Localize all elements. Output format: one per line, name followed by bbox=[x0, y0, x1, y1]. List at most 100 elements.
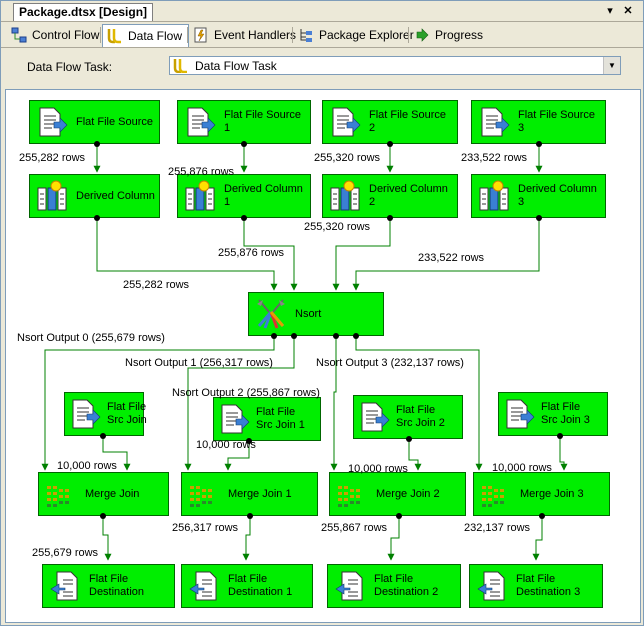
close-icon[interactable]: ✕ bbox=[623, 5, 633, 17]
merge-join-icon bbox=[336, 478, 368, 510]
task-label: Data Flow Task: bbox=[27, 60, 113, 74]
output-port[interactable] bbox=[100, 433, 106, 439]
tab-package-explorer[interactable]: Package Explorer bbox=[294, 24, 420, 45]
component-merge-join[interactable]: Merge Join bbox=[38, 472, 169, 516]
component-flat-file-src-join-2[interactable]: Flat File Src Join 2 bbox=[353, 395, 463, 439]
output-port[interactable] bbox=[333, 333, 339, 339]
component-merge-join-1[interactable]: Merge Join 1 bbox=[181, 472, 318, 516]
tab-label: Progress bbox=[435, 27, 484, 42]
component-merge-join-3[interactable]: Merge Join 3 bbox=[473, 472, 610, 516]
component-flat-file-source[interactable]: Flat File Source bbox=[29, 100, 160, 144]
path-caption: 10,000 rows bbox=[57, 460, 117, 472]
component-flat-file-destination-2[interactable]: Flat File Destination 2 bbox=[327, 564, 461, 608]
document-tab[interactable]: Package.dtsx [Design] bbox=[13, 3, 154, 21]
component-label: Merge Join 3 bbox=[520, 487, 584, 500]
path-dc1-nsort bbox=[243, 218, 298, 291]
component-flat-file-source-3[interactable]: Flat File Source 3 bbox=[471, 100, 606, 144]
merge-join-icon bbox=[188, 478, 220, 510]
path-caption: 10,000 rows bbox=[196, 439, 256, 451]
flat-file-destination-icon bbox=[188, 570, 220, 602]
output-port[interactable] bbox=[536, 215, 542, 221]
output-port[interactable] bbox=[387, 215, 393, 221]
output-port[interactable] bbox=[100, 513, 106, 519]
flat-file-source-icon bbox=[329, 106, 361, 138]
output-port[interactable] bbox=[291, 333, 297, 339]
tab-control-flow[interactable]: Control Flow bbox=[7, 24, 105, 45]
component-label: Flat File Src Join bbox=[107, 401, 147, 426]
tab-data-flow[interactable]: Data Flow bbox=[102, 24, 190, 47]
derived-column-icon bbox=[36, 180, 68, 212]
flat-file-source-icon bbox=[36, 106, 68, 138]
component-flat-file-destination-1[interactable]: Flat File Destination 1 bbox=[181, 564, 313, 608]
output-port[interactable] bbox=[539, 513, 545, 519]
output-port[interactable] bbox=[353, 333, 359, 339]
selected-task: Data Flow Task bbox=[195, 58, 277, 73]
component-derived-column-3[interactable]: Derived Column 3 bbox=[471, 174, 606, 218]
component-label: Flat File Src Join 1 bbox=[256, 406, 305, 431]
tab-event-handlers[interactable]: Event Handlers bbox=[189, 24, 302, 45]
path-out0-mj0 bbox=[41, 336, 275, 471]
component-flat-file-destination-3[interactable]: Flat File Destination 3 bbox=[469, 564, 603, 608]
component-label: Merge Join 2 bbox=[376, 487, 440, 500]
derived-column-icon bbox=[184, 180, 216, 212]
path-caption: 10,000 rows bbox=[492, 462, 552, 474]
path-caption: Nsort Output 3 (232,137 rows) bbox=[316, 357, 464, 369]
component-derived-column-2[interactable]: Derived Column 2 bbox=[322, 174, 458, 218]
tab-dropdown-icon[interactable]: ▾ bbox=[607, 5, 613, 17]
path-dc3-nsort bbox=[352, 218, 540, 291]
output-port[interactable] bbox=[247, 513, 253, 519]
component-flat-file-src-join-3[interactable]: Flat File Src Join 3 bbox=[498, 392, 608, 436]
flat-file-destination-icon bbox=[476, 570, 508, 602]
output-port[interactable] bbox=[271, 333, 277, 339]
path-sj1-mj1 bbox=[224, 441, 250, 471]
output-port[interactable] bbox=[94, 215, 100, 221]
component-label: Flat File Source 3 bbox=[518, 109, 596, 134]
component-label: Flat File Src Join 3 bbox=[541, 401, 590, 426]
path-caption: Nsort Output 1 (256,317 rows) bbox=[125, 357, 273, 369]
flat-file-destination-icon bbox=[49, 570, 81, 602]
component-nsort[interactable]: Nsort bbox=[248, 292, 384, 336]
tab-progress[interactable]: Progress bbox=[410, 24, 489, 45]
output-port[interactable] bbox=[241, 215, 247, 221]
data-flow-task-select[interactable]: Data Flow Task ▼ bbox=[169, 56, 621, 75]
path-caption: 255,320 rows bbox=[304, 221, 371, 233]
component-flat-file-src-join-1[interactable]: Flat File Src Join 1 bbox=[213, 397, 321, 441]
component-flat-file-destination[interactable]: Flat File Destination bbox=[42, 564, 175, 608]
path-caption: Nsort Output 0 (255,679 rows) bbox=[17, 332, 165, 344]
component-flat-file-source-1[interactable]: Flat File Source 1 bbox=[177, 100, 311, 144]
output-port[interactable] bbox=[387, 141, 393, 147]
path-mj0-dest0 bbox=[102, 516, 112, 561]
component-flat-file-source-2[interactable]: Flat File Source 2 bbox=[322, 100, 458, 144]
component-derived-column-1[interactable]: Derived Column 1 bbox=[177, 174, 311, 218]
component-derived-column[interactable]: Derived Column bbox=[29, 174, 160, 218]
output-port[interactable] bbox=[246, 438, 252, 444]
path-mj3-dest3 bbox=[532, 516, 543, 561]
component-flat-file-src-join[interactable]: Flat File Src Join bbox=[64, 392, 147, 436]
component-label: Nsort bbox=[295, 307, 322, 320]
component-label: Flat File Destination bbox=[89, 573, 145, 598]
path-out1-mj1 bbox=[184, 336, 295, 471]
component-merge-join-2[interactable]: Merge Join 2 bbox=[329, 472, 466, 516]
output-port[interactable] bbox=[241, 141, 247, 147]
component-label: Merge Join 1 bbox=[228, 487, 292, 500]
output-port[interactable] bbox=[557, 433, 563, 439]
component-label: Flat File Destination 2 bbox=[374, 573, 439, 598]
path-caption: 232,137 rows bbox=[464, 522, 531, 534]
component-label: Flat File Source 2 bbox=[369, 109, 447, 134]
data-flow-canvas[interactable]: Flat File Source Flat File Source 1 Flat… bbox=[5, 89, 641, 623]
sort-icon bbox=[255, 298, 287, 330]
component-label: Derived Column 1 bbox=[224, 183, 303, 208]
path-caption: 255,876 rows bbox=[218, 247, 285, 259]
flat-file-source-icon bbox=[218, 403, 250, 435]
path-caption: 233,522 rows bbox=[418, 252, 485, 264]
output-port[interactable] bbox=[536, 141, 542, 147]
component-label: Derived Column 3 bbox=[518, 183, 597, 208]
derived-column-icon bbox=[478, 180, 510, 212]
path-out2-mj2 bbox=[330, 336, 338, 471]
output-port[interactable] bbox=[94, 141, 100, 147]
component-label: Flat File Src Join 2 bbox=[396, 404, 445, 429]
chevron-down-icon[interactable]: ▼ bbox=[603, 57, 620, 74]
output-port[interactable] bbox=[396, 513, 402, 519]
output-port[interactable] bbox=[406, 436, 412, 442]
